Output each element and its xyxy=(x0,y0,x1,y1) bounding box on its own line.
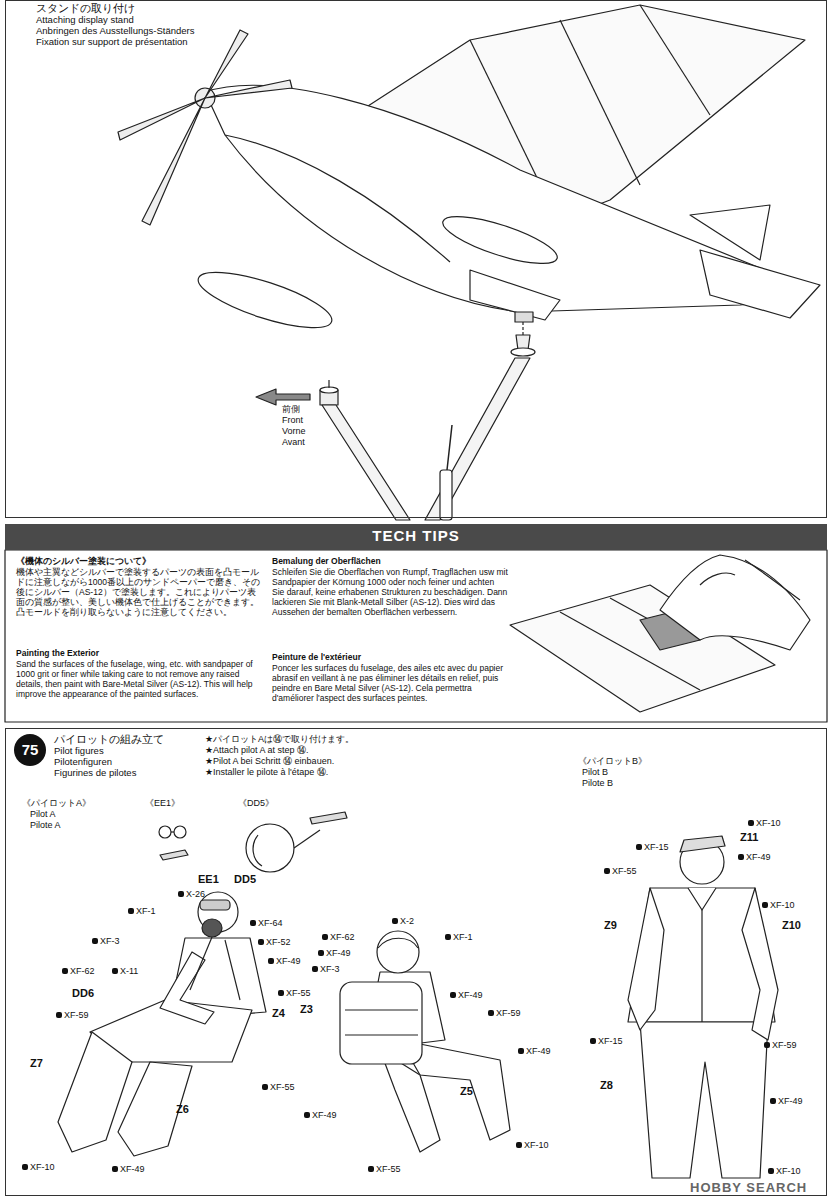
paint-callout: XF-59 xyxy=(488,1008,521,1018)
paint-callout: XF-59 xyxy=(56,1010,89,1020)
paint-callout: X-2 xyxy=(392,916,414,926)
tip-heading: Peinture de l'extérieur xyxy=(272,652,508,662)
direction-label: 前側 xyxy=(282,404,300,414)
paint-callout: XF-49 xyxy=(518,1046,551,1056)
paint-callout: XF-1 xyxy=(128,906,156,916)
part-number: EE1 xyxy=(198,874,219,884)
step-note: ★Pilot A bei Schritt ⑭ einbauen. xyxy=(205,756,334,766)
part-number: Z6 xyxy=(176,1104,189,1114)
part-number: Z11 xyxy=(740,832,758,842)
direction-label: Vorne xyxy=(282,426,306,436)
part-number: Z10 xyxy=(782,920,801,930)
pilot-a-back xyxy=(340,931,510,1152)
part-number: DD5 xyxy=(234,874,256,884)
paint-callout: XF-15 xyxy=(636,842,669,852)
node-text: Anbringen des Ausstellungs-Ständers xyxy=(36,25,826,36)
paint-callout: XF-64 xyxy=(250,918,283,928)
figure-title: Pilot A xyxy=(30,809,56,819)
step-note: ★パイロットAは⑭で取り付けます。 xyxy=(205,734,354,744)
node-text: パイロットの組み立て xyxy=(54,734,826,745)
part-title: 《DD5》 xyxy=(238,798,274,808)
step-number: 75 xyxy=(14,734,46,766)
paint-callout: X-26 xyxy=(178,889,205,899)
figure-title: 《パイロットA》 xyxy=(22,798,91,808)
node-text: Pilotenfiguren xyxy=(54,756,826,767)
aircraft-drawing xyxy=(118,5,820,339)
node-text: Fixation sur support de présentation xyxy=(36,36,826,47)
paint-callout: XF-55 xyxy=(604,866,637,876)
part-number: Z5 xyxy=(460,1086,473,1096)
paint-callout: XF-49 xyxy=(112,1164,145,1174)
sanding-drawing xyxy=(510,555,810,712)
part-number: DD6 xyxy=(72,988,94,998)
tip-heading: 《機体のシルバー塗装について》 xyxy=(16,556,264,566)
pilot-b-standing xyxy=(628,836,778,1178)
paint-callout: XF-49 xyxy=(450,990,483,1000)
paint-callout: XF-49 xyxy=(738,852,771,862)
paint-callout: XF-10 xyxy=(748,818,781,828)
paint-callout: XF-1 xyxy=(445,932,473,942)
tip-text: Poncer les surfaces du fuselage, des ail… xyxy=(272,663,508,703)
part-number: Z4 xyxy=(272,1008,285,1018)
tip-heading: Bemalung der Oberflächen xyxy=(272,556,508,566)
paint-callout: XF-10 xyxy=(762,900,795,910)
paint-callout: XF-49 xyxy=(770,1096,803,1106)
node-text: 75 xyxy=(14,734,46,766)
node-text: Attaching display stand xyxy=(36,14,826,25)
tip-heading: Painting the Exterior xyxy=(16,648,264,658)
paint-callout: XF-52 xyxy=(258,937,291,947)
node-text: Figurines de pilotes xyxy=(54,767,826,778)
watermark: HOBBY SEARCH xyxy=(690,1183,807,1193)
paint-callout: XF-55 xyxy=(262,1082,295,1092)
node-text: Pilot figures xyxy=(54,745,826,756)
paint-callout: XF-10 xyxy=(516,1140,549,1150)
paint-callout: XF-49 xyxy=(268,956,301,966)
part-title: 《EE1》 xyxy=(145,798,180,808)
tips-band: TECH TIPS xyxy=(5,524,827,550)
node-text: スタンドの取り付け xyxy=(36,3,826,14)
paint-callout: XF-62 xyxy=(62,966,95,976)
figure-title: 《パイロットB》 xyxy=(578,756,647,766)
direction-label: Avant xyxy=(282,437,305,447)
paint-callout: XF-59 xyxy=(764,1040,797,1050)
tip-text: 機体や主翼などシルバーで塗装するパーツの表面を凸モールドに注意しながら1000番… xyxy=(16,567,264,617)
tip-text: Sand the surfaces of the fuselage, wing,… xyxy=(16,659,264,699)
step-panel: パイロットの組み立てPilot figuresPilotenfigurenFig… xyxy=(5,728,827,1196)
part-number: Z3 xyxy=(300,1004,313,1014)
part-number: Z9 xyxy=(604,920,617,930)
paint-callout: XF-10 xyxy=(22,1162,55,1172)
paint-callout: XF-3 xyxy=(312,964,340,974)
figure-title: Pilote B xyxy=(582,778,613,788)
paint-callout: XF-10 xyxy=(768,1166,801,1176)
pilot-a-front xyxy=(58,892,266,1156)
part-number: Z7 xyxy=(30,1058,43,1068)
paint-callout: XF-49 xyxy=(318,948,351,958)
part-details xyxy=(159,812,347,872)
direction-label: Front xyxy=(282,415,303,425)
paint-callout: XF-49 xyxy=(304,1110,337,1120)
tips-panel xyxy=(5,550,827,722)
node-text: TECH TIPS xyxy=(5,524,827,548)
tip-text: Schleifen Sie die Oberflächen von Rumpf,… xyxy=(272,567,508,617)
paint-callout: XF-15 xyxy=(590,1036,623,1046)
paint-callout: XF-55 xyxy=(278,988,311,998)
paint-callout: XF-3 xyxy=(92,936,120,946)
part-number: Z8 xyxy=(600,1080,613,1090)
stand-panel: スタンドの取り付けAttaching display standAnbringe… xyxy=(5,0,827,518)
figure-title: Pilot B xyxy=(582,767,608,777)
paint-callout: XF-55 xyxy=(368,1164,401,1174)
paint-callout: XF-62 xyxy=(322,932,355,942)
figure-title: Pilote A xyxy=(30,820,61,830)
display-stand xyxy=(256,322,535,520)
paint-callout: X-11 xyxy=(112,966,138,976)
step-note: ★Installer le pilote à l'étape ⑭. xyxy=(205,767,328,777)
step-note: ★Attach pilot A at step ⑭. xyxy=(205,745,309,755)
